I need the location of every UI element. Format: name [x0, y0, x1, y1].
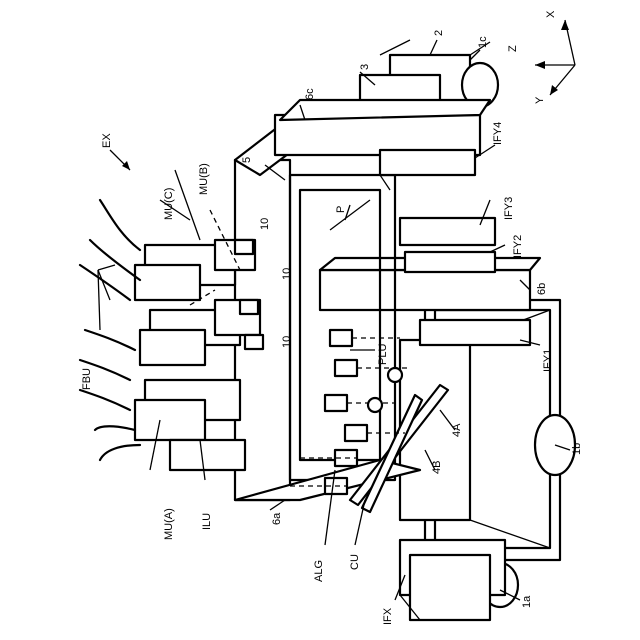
label-6c: 6c [304, 88, 316, 100]
probe-unit [300, 450, 357, 466]
label-ify3: IFY3 [503, 197, 515, 220]
label-4b: 4B [431, 461, 443, 474]
label-10b: 10 [281, 268, 293, 280]
axis-y-label: Y [534, 96, 546, 104]
label-ify4: IFY4 [492, 122, 504, 145]
label-3: 3 [359, 64, 371, 70]
label-ifx: IFX [382, 607, 394, 625]
stage-block-ifx [400, 540, 505, 620]
label-4a: 4A [451, 423, 463, 437]
label-10c: 10 [281, 336, 293, 348]
label-p: P [335, 206, 347, 213]
label-2: 2 [433, 30, 445, 36]
module-mu-a [135, 380, 245, 470]
axis-z-label: Z [507, 45, 519, 52]
probe-unit [325, 395, 395, 412]
label-5: 5 [241, 157, 253, 163]
label-cu: CU [349, 554, 361, 570]
probe-unit [335, 360, 410, 382]
label-ex: EX [101, 133, 113, 148]
axis-x-label: X [545, 10, 557, 18]
label-mu-b: MU(B) [198, 163, 210, 195]
label-1b: 1b [571, 443, 583, 455]
label-ify1: IFY1 [542, 349, 554, 372]
plate-line [330, 200, 370, 230]
label-mu-a: MU(A) [163, 508, 175, 540]
label-1c: 1c [477, 36, 489, 48]
label-mu-c: MU(C) [163, 188, 175, 220]
label-10a: 10 [259, 218, 271, 230]
label-fbu: FBU [81, 368, 93, 390]
interferometer-ify2 [405, 252, 495, 272]
axis-indicator [535, 20, 575, 95]
fiber-bundle [80, 200, 140, 460]
probe-unit [330, 330, 400, 346]
label-6b: 6b [536, 283, 548, 295]
interferometer-ify1 [420, 320, 530, 345]
label-plu: PLU [377, 344, 389, 365]
label-alg: ALG [313, 560, 325, 582]
label-ilu: ILU [201, 513, 213, 530]
label-6a: 6a [271, 512, 283, 525]
ex-arrow [110, 150, 130, 170]
label-1a: 1a [521, 595, 533, 608]
label-ify2: IFY2 [512, 235, 524, 258]
